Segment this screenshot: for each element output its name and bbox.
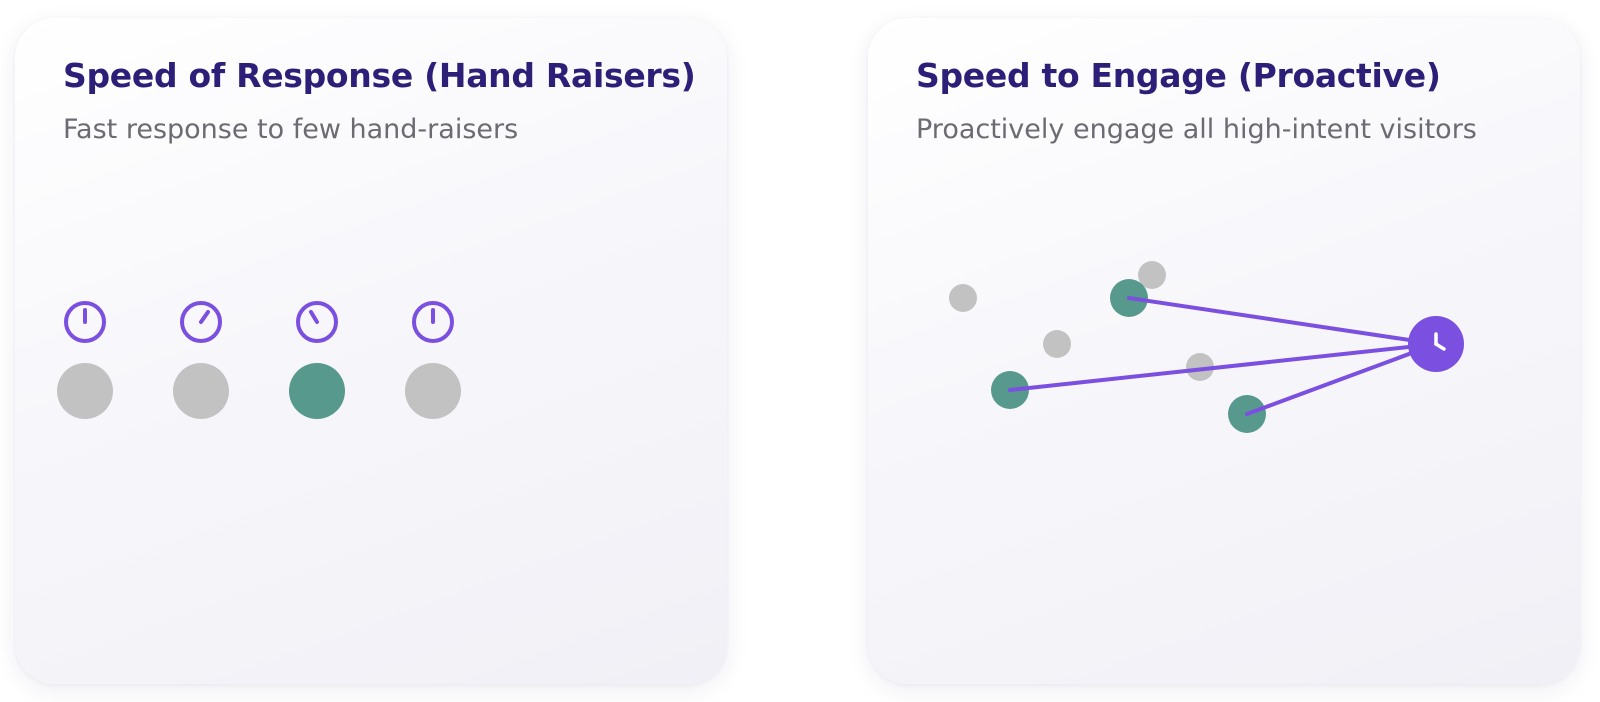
card-title: Speed to Engage (Proactive): [916, 56, 1441, 95]
proactive-card: Speed to Engage (Proactive) Proactively …: [868, 18, 1580, 684]
timer-icon: [296, 301, 338, 343]
visitor-dot: [405, 363, 461, 419]
timer-icon: [180, 301, 222, 343]
connection-line: [1008, 342, 1438, 392]
card-subtitle: Fast response to few hand-raisers: [63, 114, 519, 145]
connection-line: [1127, 296, 1438, 346]
visitor-dot: [57, 363, 113, 419]
timer-icon: [412, 301, 454, 343]
visitor-dot: [1043, 330, 1071, 358]
timer-icon: [64, 301, 106, 343]
visitor-dot: [173, 363, 229, 419]
hand-raisers-card: Speed of Response (Hand Raisers) Fast re…: [15, 18, 727, 684]
visitor-dot: [1138, 261, 1166, 289]
visitor-dot-engaged: [289, 363, 345, 419]
card-subtitle: Proactively engage all high-intent visit…: [916, 114, 1477, 145]
proactive-diagram: [949, 261, 1464, 433]
visitor-dot: [1186, 353, 1214, 381]
hand-raisers-diagram: [57, 301, 461, 419]
connection-line: [1245, 342, 1438, 416]
visitor-dot: [949, 284, 977, 312]
card-title: Speed of Response (Hand Raisers): [63, 56, 696, 95]
clock-icon: [1408, 316, 1464, 372]
